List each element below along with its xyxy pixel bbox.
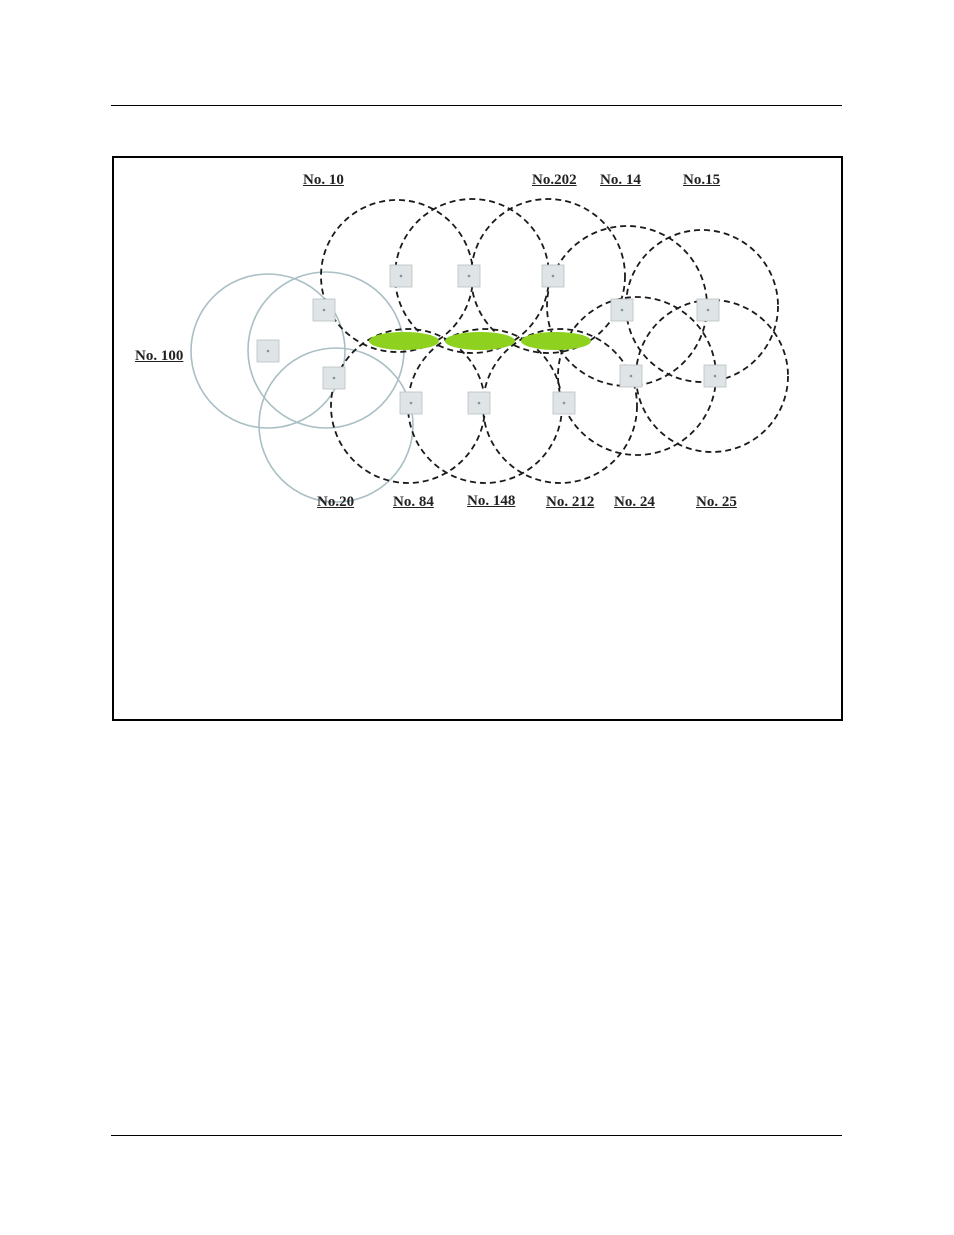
label-no-20: No.20	[317, 495, 354, 510]
overlap-highlight	[369, 332, 439, 350]
access-point-dot	[630, 375, 633, 378]
access-point-dot	[478, 402, 481, 405]
label-no-15: No.15	[683, 173, 720, 188]
label-no-212: No. 212	[546, 495, 594, 510]
access-point-dot	[267, 350, 270, 353]
label-no-100: No. 100	[135, 349, 183, 364]
access-point-dot	[468, 275, 471, 278]
label-no-25: No. 25	[696, 495, 737, 510]
access-point-dot	[333, 377, 336, 380]
overlap-highlight	[445, 332, 515, 350]
access-point-dot	[552, 275, 555, 278]
access-point-dot	[714, 375, 717, 378]
access-point-dot	[400, 275, 403, 278]
access-point-dot	[410, 402, 413, 405]
label-no-10: No. 10	[303, 173, 344, 188]
label-no-148: No. 148	[467, 494, 515, 509]
label-no-14: No. 14	[600, 173, 641, 188]
access-point-dot	[323, 309, 326, 312]
access-point-dot	[563, 402, 566, 405]
coverage-diagram-canvas	[114, 158, 841, 719]
overlap-highlight	[521, 332, 591, 350]
access-point-dot	[621, 309, 624, 312]
label-no-84: No. 84	[393, 495, 434, 510]
coverage-diagram: No. 100 No. 10 No.202 No. 14 No.15 No.20…	[112, 156, 843, 721]
label-no-24: No. 24	[614, 495, 655, 510]
footer-rule	[111, 1135, 842, 1136]
header-rule	[111, 105, 842, 106]
access-point-dot	[707, 309, 710, 312]
label-no-202: No.202	[532, 173, 577, 188]
